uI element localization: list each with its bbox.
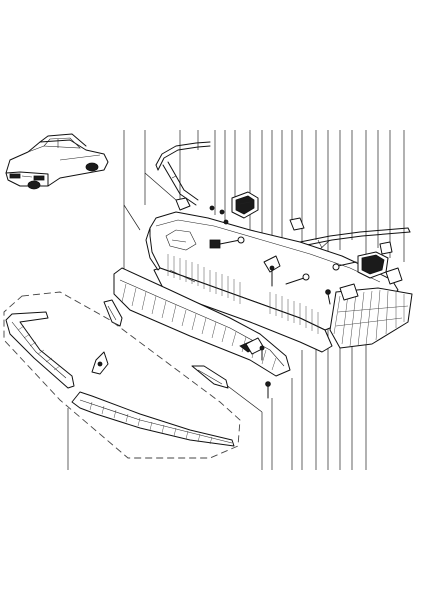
grille-insert xyxy=(113,267,291,377)
lower-spoiler-group-outline xyxy=(3,291,241,459)
car-thumbnail xyxy=(5,133,109,190)
corner-grille-right xyxy=(329,287,413,349)
callout-leader-lines xyxy=(67,130,405,470)
mounting-bracket xyxy=(91,351,109,375)
lower-spoiler-right xyxy=(71,391,235,447)
fog-lamp-block-right xyxy=(357,251,389,279)
clip-fasteners xyxy=(175,197,403,355)
corner-reflector-right xyxy=(191,365,229,389)
corner-reflector-left xyxy=(103,299,123,327)
molding-strip-upper xyxy=(155,141,211,206)
fog-lamp-block-left xyxy=(231,191,259,219)
screws-bolts xyxy=(209,236,357,399)
molding-strip-side xyxy=(299,227,411,249)
lower-spoiler-left xyxy=(5,311,75,389)
